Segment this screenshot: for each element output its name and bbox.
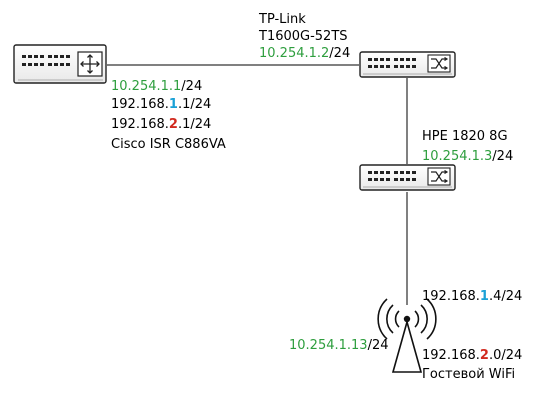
router-icon xyxy=(13,44,107,84)
core-switch-mgmt-address: 10.254.1.2/24 xyxy=(259,45,350,62)
switch-icon xyxy=(359,51,456,78)
ap-ssid: Гостевой WiFi xyxy=(422,366,515,383)
ap-vlan2-prefix: 192.168. xyxy=(422,348,480,363)
ap-mgmt-ip: 10.254.1.13 xyxy=(289,338,368,353)
router-vlan1-address: 192.168.1.1/24 xyxy=(111,96,211,113)
router-vlan1-octet: 1 xyxy=(168,97,178,112)
router-model: Cisco ISR C886VA xyxy=(111,136,226,153)
router-vlan1-prefix: 192.168. xyxy=(111,97,169,112)
router-vlan1-suffix: .1/24 xyxy=(177,97,212,112)
router-mgmt-mask: /24 xyxy=(181,79,203,94)
access-switch-mgmt-mask: /24 xyxy=(492,149,514,164)
core-switch-model-text: T1600G-52TS xyxy=(259,29,348,44)
ap-vlan1-address: 192.168.1.4/24 xyxy=(422,288,522,305)
access-switch-mgmt-address: 10.254.1.3/24 xyxy=(422,148,513,165)
router-mgmt-address: 10.254.1.1/24 xyxy=(111,78,202,95)
router-model-text: Cisco ISR C886VA xyxy=(111,137,226,152)
core-switch-vendor: TP-Link xyxy=(259,11,306,28)
ap-vlan1-octet: 1 xyxy=(479,289,489,304)
access-switch-mgmt-ip: 10.254.1.3 xyxy=(422,149,493,164)
ap-vlan2-address: 192.168.2.0/24 xyxy=(422,347,522,364)
ap-vlan1-prefix: 192.168. xyxy=(422,289,480,304)
ap-mgmt-mask: /24 xyxy=(367,338,389,353)
router-vlan2-address: 192.168.2.1/24 xyxy=(111,116,211,133)
router-vlan2-prefix: 192.168. xyxy=(111,117,169,132)
ap-vlan2-octet: 2 xyxy=(479,348,489,363)
ap-mgmt-address: 10.254.1.13/24 xyxy=(289,337,389,354)
router-mgmt-ip: 10.254.1.1 xyxy=(111,79,182,94)
core-switch-mgmt-mask: /24 xyxy=(329,46,351,61)
access-switch-model-text: HPE 1820 8G xyxy=(422,129,508,144)
access-switch-model: HPE 1820 8G xyxy=(422,128,508,145)
switch-icon xyxy=(359,164,456,191)
router-vlan2-octet: 2 xyxy=(168,117,178,132)
router-vlan2-suffix: .1/24 xyxy=(177,117,212,132)
ap-ssid-text: Гостевой WiFi xyxy=(422,367,516,382)
core-switch-mgmt-ip: 10.254.1.2 xyxy=(259,46,330,61)
core-switch-model: T1600G-52TS xyxy=(259,28,348,45)
ap-vlan2-suffix: .0/24 xyxy=(488,348,523,363)
wifi-antenna-icon xyxy=(377,298,437,373)
core-switch-vendor-text: TP-Link xyxy=(259,12,306,27)
ap-vlan1-suffix: .4/24 xyxy=(488,289,523,304)
